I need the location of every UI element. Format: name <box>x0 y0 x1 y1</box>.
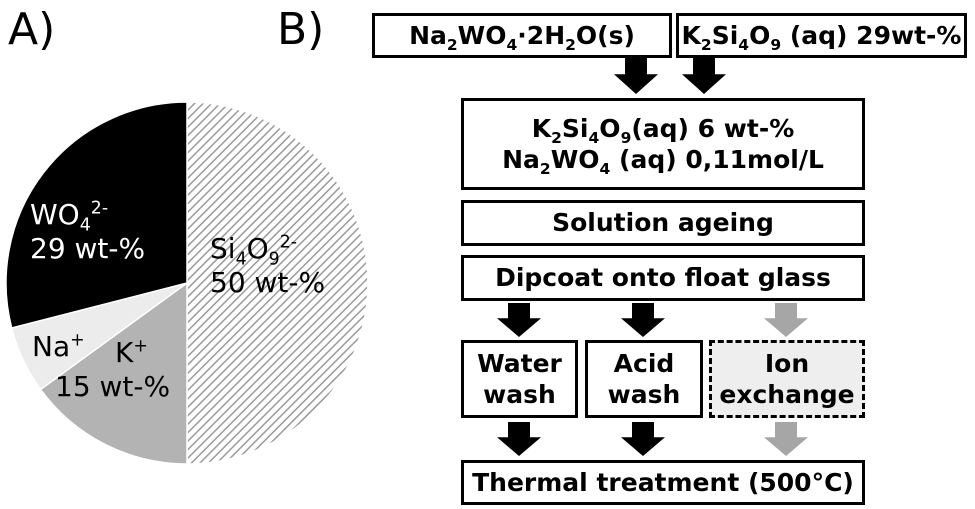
pie-slice-k <box>39 281 188 465</box>
na2wo4-label: Na2WO4·2H2O(s) <box>409 20 635 54</box>
ion-exchange-line-2: exchange <box>719 380 855 409</box>
pie-slice-si4o9 <box>186 101 369 465</box>
k2si4o9-label: K2Si4O9 (aq) 29wt-% <box>681 20 962 54</box>
k2si4o9-stock-box: K2Si4O9 (aq) 29wt-% <box>676 13 967 58</box>
ion-exchange-line-1: Ion <box>764 348 810 378</box>
thermal-treatment-box: Thermal treatment (500°C) <box>461 460 865 505</box>
pie-label-na: Na+ <box>32 330 85 363</box>
arrow-to-ion-exchange <box>764 303 808 337</box>
mixture-line-2: Na2WO4 (aq) 0,11mol/L <box>502 145 824 178</box>
acid-wash-line-2: wash <box>607 380 681 409</box>
pie-slice-wo4 <box>5 101 188 329</box>
arrow-to-acid-wash <box>621 303 665 337</box>
water-wash-line-2: wash <box>483 380 556 409</box>
pie-label-si4o9: Si4O92- 50 wt-% <box>210 232 326 299</box>
mixture-box: K2Si4O9(aq) 6 wt-% Na2WO4 (aq) 0,11mol/L <box>461 98 865 190</box>
solution-ageing-label: Solution ageing <box>552 208 774 238</box>
pie-label-k: K+ <box>115 336 148 369</box>
arrow-acid-to-thermal <box>621 422 665 456</box>
thermal-treatment-label: Thermal treatment (500°C) <box>472 467 854 497</box>
arrow-to-water-wash <box>497 303 541 337</box>
water-wash-box: Water wash <box>461 340 578 418</box>
arrow-na2wo4-to-mixture <box>614 58 658 94</box>
na2wo4-solid-box: Na2WO4·2H2O(s) <box>372 13 672 58</box>
panel-label-a: A) <box>8 4 56 55</box>
acid-wash-box: Acid wash <box>585 340 703 418</box>
dipcoat-box: Dipcoat onto float glass <box>461 255 865 301</box>
solution-ageing-box: Solution ageing <box>461 200 865 246</box>
mixture-line-1: K2Si4O9(aq) 6 wt-% <box>531 113 795 147</box>
arrow-water-to-thermal <box>497 422 541 456</box>
panel-label-b: B) <box>277 4 325 55</box>
acid-wash-line-1: Acid <box>613 348 675 378</box>
pie-label-wo4: WO42- 29 wt-% <box>30 198 146 265</box>
arrow-k2si4o9-to-mixture <box>682 58 726 94</box>
arrow-ion-to-thermal <box>764 422 808 456</box>
ion-exchange-box: Ion exchange <box>709 340 865 418</box>
dipcoat-label: Dipcoat onto float glass <box>495 263 831 293</box>
water-wash-line-1: Water <box>477 348 562 378</box>
pie-label-k-pct: 15 wt-% <box>55 370 171 403</box>
